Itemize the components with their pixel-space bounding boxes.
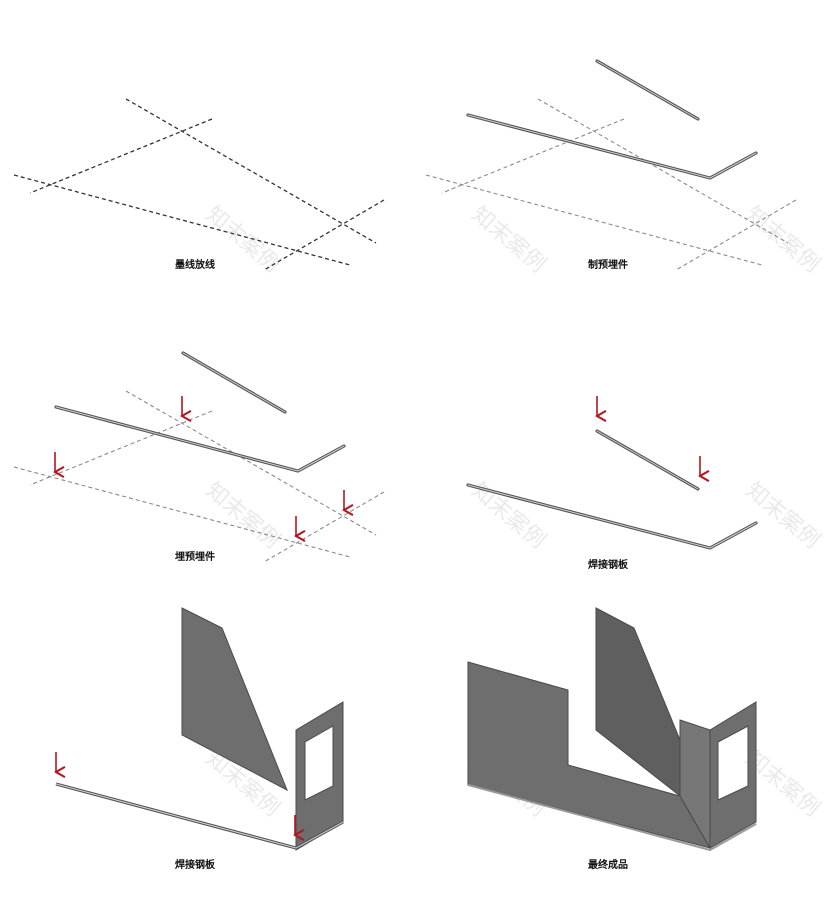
step-1-caption: 墨线放线 (175, 260, 215, 271)
step-6-caption: 最终成品 (588, 860, 628, 871)
step-3-arrows (55, 396, 344, 536)
step-4-arrows (597, 396, 700, 476)
step-5-arrows (56, 752, 295, 835)
step-2-layout-lines (425, 98, 797, 271)
step-3-caption: 埋预埋件 (175, 552, 215, 563)
step-3-layout-lines (13, 390, 385, 563)
step-3-steel-bars (54, 351, 346, 473)
step-2-caption: 制预埋件 (588, 260, 628, 271)
step-5-steel-panels (55, 607, 344, 851)
step-2-steel-bars (466, 59, 758, 180)
step-5-caption: 焊接钢板 (175, 860, 215, 871)
step-4-caption: 焊接钢板 (588, 560, 628, 571)
step-1-layout-lines (13, 98, 385, 271)
step-4-steel-bars (466, 429, 758, 550)
step-6-final-structure (467, 607, 757, 852)
